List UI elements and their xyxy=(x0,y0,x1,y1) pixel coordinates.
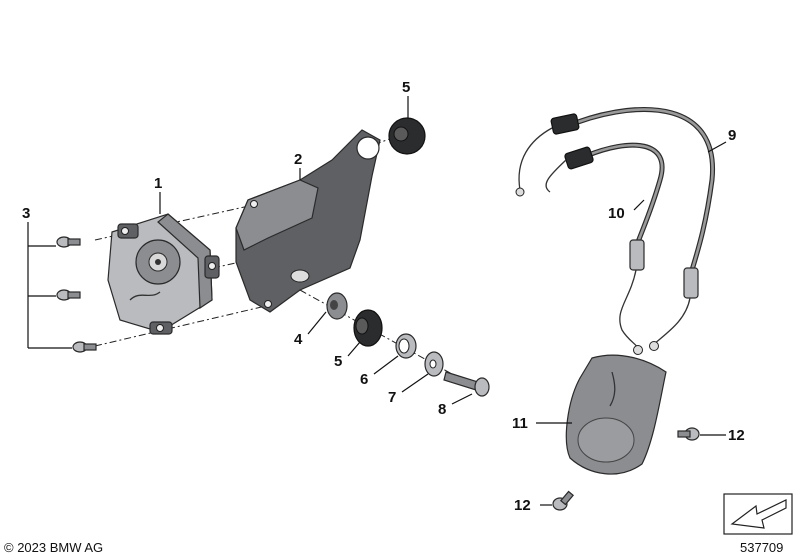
screws-part-3 xyxy=(56,236,97,353)
callout-8: 8 xyxy=(438,401,446,418)
callout-4: 4 xyxy=(294,331,303,348)
washer-part-7 xyxy=(424,351,444,377)
callout-12-bottom: 12 xyxy=(514,497,531,514)
bracket-housing-part xyxy=(235,129,381,313)
spacer-part-4 xyxy=(326,292,348,320)
copyright-text: © 2023 BMW AG xyxy=(4,540,103,555)
bolt-part-8 xyxy=(443,371,490,397)
callout-7: 7 xyxy=(388,389,396,406)
arrow-down-left-icon xyxy=(723,493,793,535)
callout-3: 3 xyxy=(22,205,30,222)
servo-motor-part xyxy=(107,213,220,335)
callout-5-bottom: 5 xyxy=(334,353,342,370)
callout-11: 11 xyxy=(512,415,528,432)
cover-part-11 xyxy=(565,354,667,475)
callout-1: 1 xyxy=(154,175,162,192)
leader-lines xyxy=(27,96,727,506)
callout-12-right: 12 xyxy=(728,427,745,444)
callout-labels: 1 2 3 4 5 5 6 7 8 9 10 11 12 12 xyxy=(22,79,745,514)
diagram-number: 537709 xyxy=(740,540,783,555)
callout-2: 2 xyxy=(294,151,302,168)
callout-6: 6 xyxy=(360,371,368,388)
callout-10: 10 xyxy=(608,205,625,222)
screws-part-12 xyxy=(552,427,700,511)
grommet-part-5-bottom xyxy=(353,309,383,347)
grommet-part-5-top xyxy=(388,117,426,155)
callout-5-top: 5 xyxy=(402,79,410,96)
sleeve-part-6 xyxy=(395,333,417,359)
cables-part-9-10 xyxy=(515,107,715,355)
callout-9: 9 xyxy=(728,127,736,144)
